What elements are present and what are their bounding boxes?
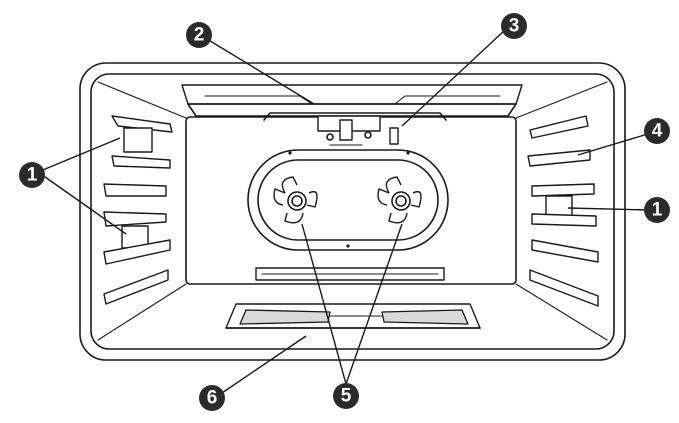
back-wall-bottom-element	[255, 267, 445, 281]
callout-badge-1-right: 1	[644, 197, 670, 223]
callout-label: 5	[341, 386, 352, 407]
callout-label: 3	[509, 16, 520, 37]
callout-badge-5: 5	[333, 383, 359, 409]
callout-badge-3: 3	[501, 13, 527, 39]
floor-bottom-element	[225, 303, 481, 329]
perspective-lines	[97, 81, 608, 341]
callout-label: 2	[194, 25, 205, 46]
callout-badge-6: 6	[199, 385, 225, 411]
callout-badge-2: 2	[186, 22, 212, 48]
convection-fan-housing	[247, 149, 449, 251]
oven-outer-frame	[79, 62, 626, 361]
back-wall	[185, 116, 517, 285]
callout-label: 6	[207, 388, 218, 409]
top-sensor-assembly	[263, 112, 447, 146]
callout-label: 4	[652, 121, 663, 142]
callout-label: 1	[652, 200, 663, 221]
leader-lines	[37, 29, 652, 396]
top-ceiling-panel	[181, 84, 523, 117]
right-fan	[377, 176, 422, 224]
callout-badge-4: 4	[644, 118, 670, 144]
callout-badge-1-left: 1	[19, 162, 45, 188]
left-fan	[273, 176, 318, 224]
left-rack-guides	[103, 115, 173, 305]
callout-label: 1	[27, 165, 38, 186]
right-rack-guides	[527, 115, 599, 307]
